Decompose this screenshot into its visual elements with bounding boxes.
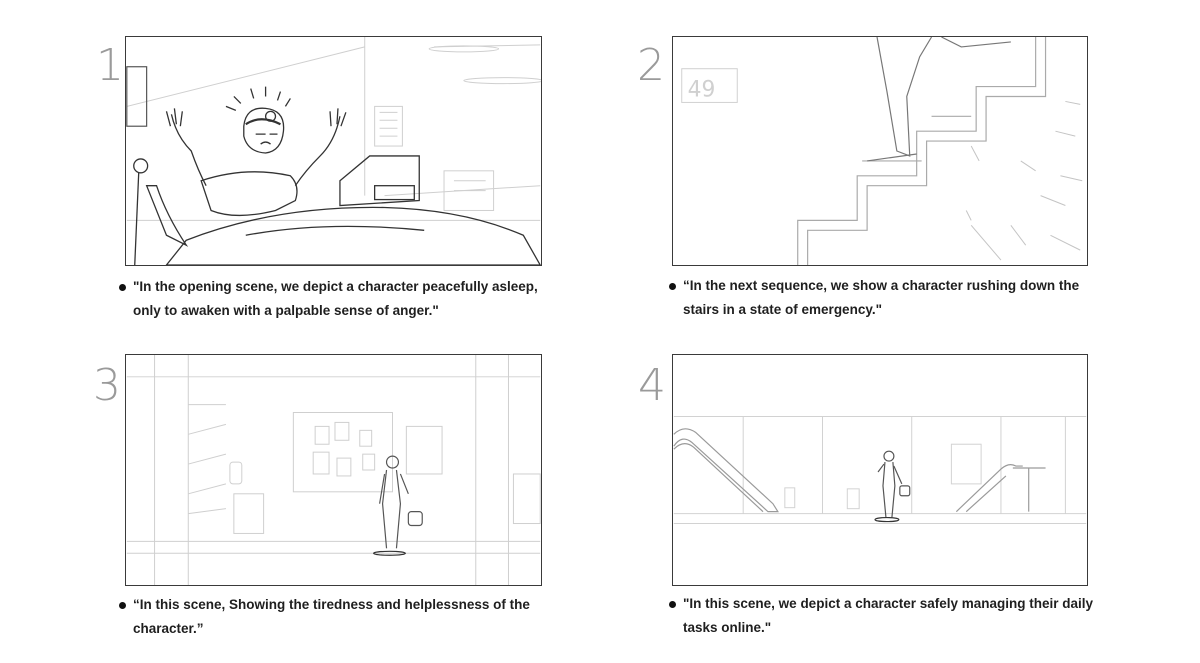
panel-1-caption: "In the opening scene, we depict a chara… bbox=[119, 275, 559, 323]
bullet-icon bbox=[119, 284, 126, 291]
panel-4-number: 4 bbox=[638, 360, 666, 411]
panel-2-number: 2 bbox=[637, 40, 665, 91]
panel-3-number: 3 bbox=[93, 360, 121, 411]
wall-sign-number: 49 bbox=[688, 77, 716, 102]
panel-2-caption: “In the next sequence, we show a charact… bbox=[669, 274, 1109, 322]
panel-4-caption: "In this scene, we depict a character sa… bbox=[669, 592, 1109, 640]
storyboard-frame-1 bbox=[125, 36, 542, 266]
panel-4-caption-text: "In this scene, we depict a character sa… bbox=[683, 596, 1094, 635]
panel-2-caption-text: “In the next sequence, we show a charact… bbox=[683, 278, 1080, 317]
storyboard-frame-4 bbox=[672, 354, 1088, 586]
bullet-icon bbox=[669, 283, 676, 290]
panel-1-number: 1 bbox=[96, 40, 124, 91]
storyboard-frame-3 bbox=[125, 354, 542, 586]
panel-1-caption-text: "In the opening scene, we depict a chara… bbox=[133, 279, 538, 318]
mall-escalator-scene-sketch bbox=[673, 415, 1087, 525]
bullet-icon bbox=[669, 601, 676, 608]
panel-3-caption-text: “In this scene, Showing the tiredness an… bbox=[133, 597, 530, 636]
storyboard-frame-2: 49 bbox=[672, 36, 1088, 266]
panel-3-caption: “In this scene, Showing the tiredness an… bbox=[119, 593, 559, 641]
bedroom-scene-sketch bbox=[126, 37, 541, 265]
office-hallway-scene-sketch bbox=[126, 355, 541, 585]
staircase-scene-sketch: 49 bbox=[681, 37, 1083, 265]
bullet-icon bbox=[119, 602, 126, 609]
